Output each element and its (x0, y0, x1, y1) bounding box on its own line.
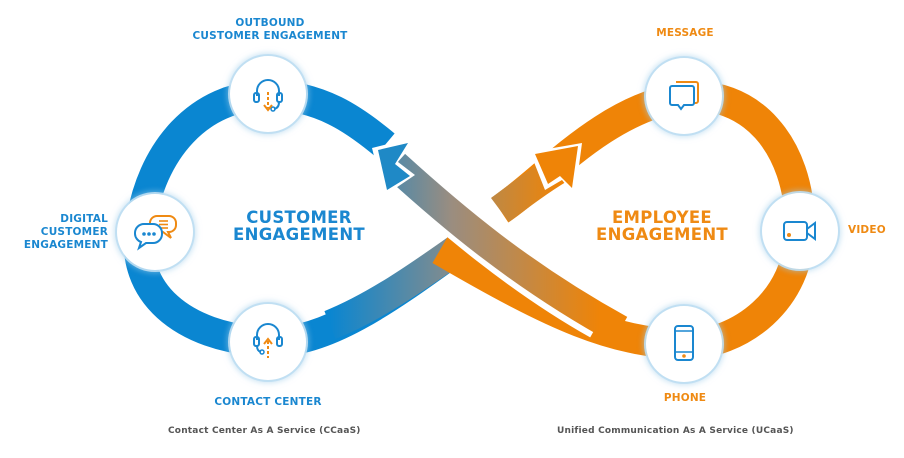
headset-up-arrow-icon (253, 323, 283, 358)
phone-label: PHONE (663, 392, 707, 404)
employee-engagement-title: EMPLOYEE ENGAGEMENT (577, 209, 747, 243)
customer-engagement-title-line1: CUSTOMER (246, 208, 352, 227)
outbound-label-line1: OUTBOUND (235, 17, 305, 29)
digital-label-line1: DIGITAL (60, 213, 108, 225)
contact-center-node[interactable] (230, 304, 306, 380)
digital-label-line2: CUSTOMER (40, 226, 108, 238)
outbound-customer-engagement-label: OUTBOUND CUSTOMER ENGAGEMENT (190, 17, 350, 43)
employee-engagement-title-line2: ENGAGEMENT (596, 225, 728, 244)
orange-arrowhead-fill (535, 146, 578, 188)
digital-customer-engagement-node[interactable] (117, 194, 193, 270)
message-icon (669, 81, 699, 111)
digital-customer-engagement-label: DIGITAL CUSTOMER ENGAGEMENT (0, 213, 108, 252)
mobile-phone-icon (674, 325, 694, 361)
chat-bubbles-icon (134, 215, 177, 251)
video-camera-icon (783, 221, 816, 241)
ucaas-footer: Unified Communication As A Service (UCaa… (557, 426, 794, 436)
customer-engagement-title: CUSTOMER ENGAGEMENT (213, 209, 385, 243)
phone-node[interactable] (646, 306, 722, 382)
crossing-band (384, 153, 628, 344)
headset-down-arrow-icon (253, 79, 283, 112)
video-node[interactable] (762, 193, 838, 269)
blue-arrowhead-fill (378, 143, 410, 190)
ccaas-footer: Contact Center As A Service (CCaaS) (168, 426, 361, 436)
outbound-customer-engagement-node[interactable] (230, 56, 306, 132)
digital-label-line3: ENGAGEMENT (23, 239, 108, 251)
message-label: MESSAGE (656, 27, 714, 39)
customer-engagement-title-line2: ENGAGEMENT (233, 225, 365, 244)
video-label: VIDEO (848, 224, 886, 236)
contact-center-label: CONTACT CENTER (214, 396, 322, 408)
employee-engagement-title-line1: EMPLOYEE (611, 208, 713, 227)
message-node[interactable] (646, 58, 722, 134)
outbound-label-line2: CUSTOMER ENGAGEMENT (192, 30, 348, 42)
